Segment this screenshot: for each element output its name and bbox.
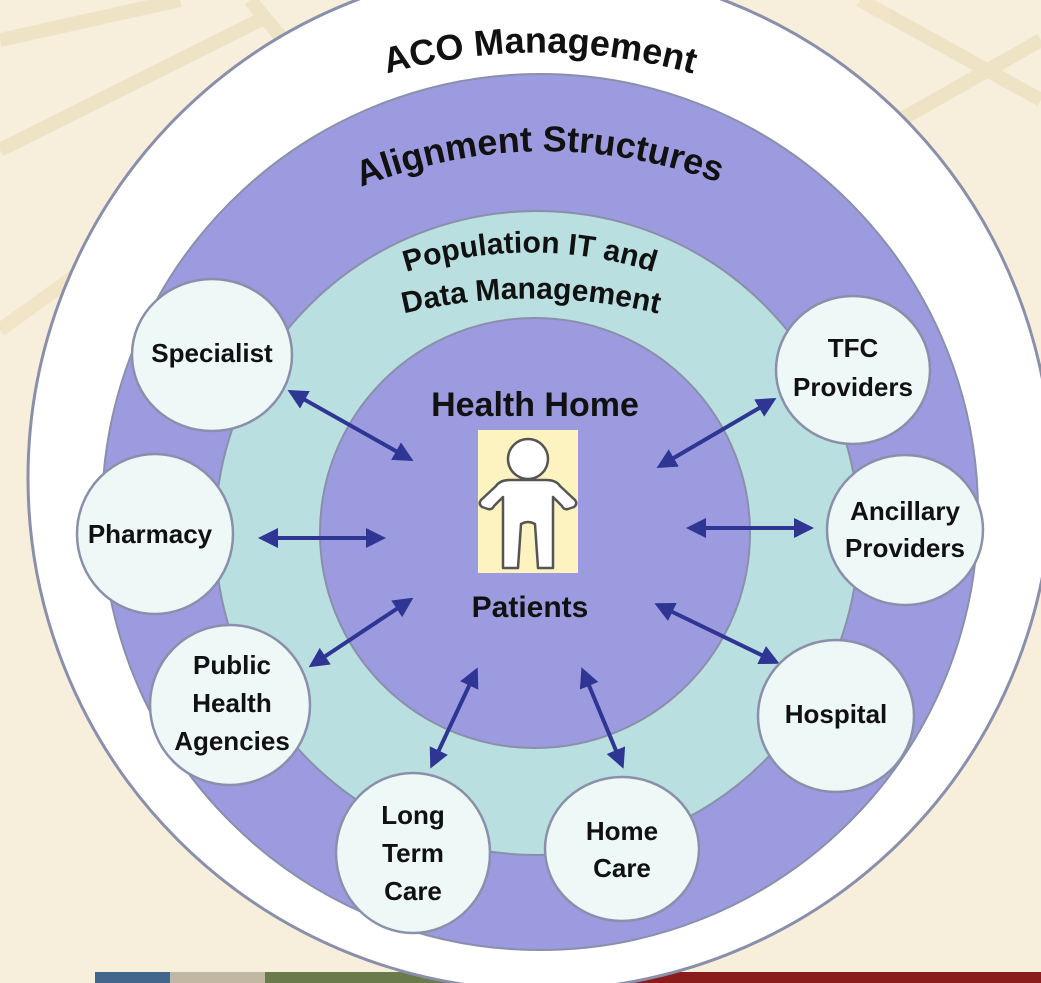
bottom-bar (95, 972, 1041, 983)
node-hospital: Hospital (756, 638, 916, 794)
arrow-long-term-care (429, 667, 479, 769)
node-public-health-agencies: Public Health Agencies (148, 623, 312, 787)
patients-label: Patients (472, 591, 589, 624)
node-label-public-health-line1: Public (193, 650, 271, 680)
arrow-tfc (656, 397, 777, 469)
arrow-specialist (287, 390, 414, 461)
connection-arrows (258, 390, 814, 769)
node-label-pharmacy: Pharmacy (88, 519, 213, 549)
node-label-tfc-line1: TFC (828, 333, 879, 363)
node-label-hospital: Hospital (785, 699, 888, 729)
node-label-specialist: Specialist (151, 338, 273, 368)
node-label-tfc-line2: Providers (793, 372, 913, 402)
node-label-ancillary-line1: Ancillary (850, 496, 960, 526)
node-label-home-care-line1: Home (586, 816, 658, 846)
person-icon (478, 437, 578, 570)
node-specialist: Specialist (130, 277, 294, 433)
arrow-public-health (308, 597, 414, 668)
node-home-care: Home Care (543, 775, 701, 923)
node-label-home-care-line2: Care (593, 853, 651, 883)
node-long-term-care: Long Term Care (334, 771, 492, 935)
node-label-long-term-care-line2: Term (382, 838, 444, 868)
node-label-ancillary-line2: Providers (845, 533, 965, 563)
node-label-long-term-care-line3: Care (384, 876, 442, 906)
health-home-title: Health Home (431, 386, 639, 424)
arrow-hospital (654, 602, 780, 665)
node-label-public-health-line3: Agencies (174, 726, 290, 756)
node-label-long-term-care-line1: Long (381, 800, 445, 830)
node-ancillary-providers: Ancillary Providers (825, 453, 985, 607)
node-pharmacy: Pharmacy (75, 452, 235, 616)
node-label-public-health-line2: Health (192, 688, 271, 718)
node-tfc-providers: TFC Providers (774, 294, 932, 446)
arrow-home-care (579, 667, 626, 769)
